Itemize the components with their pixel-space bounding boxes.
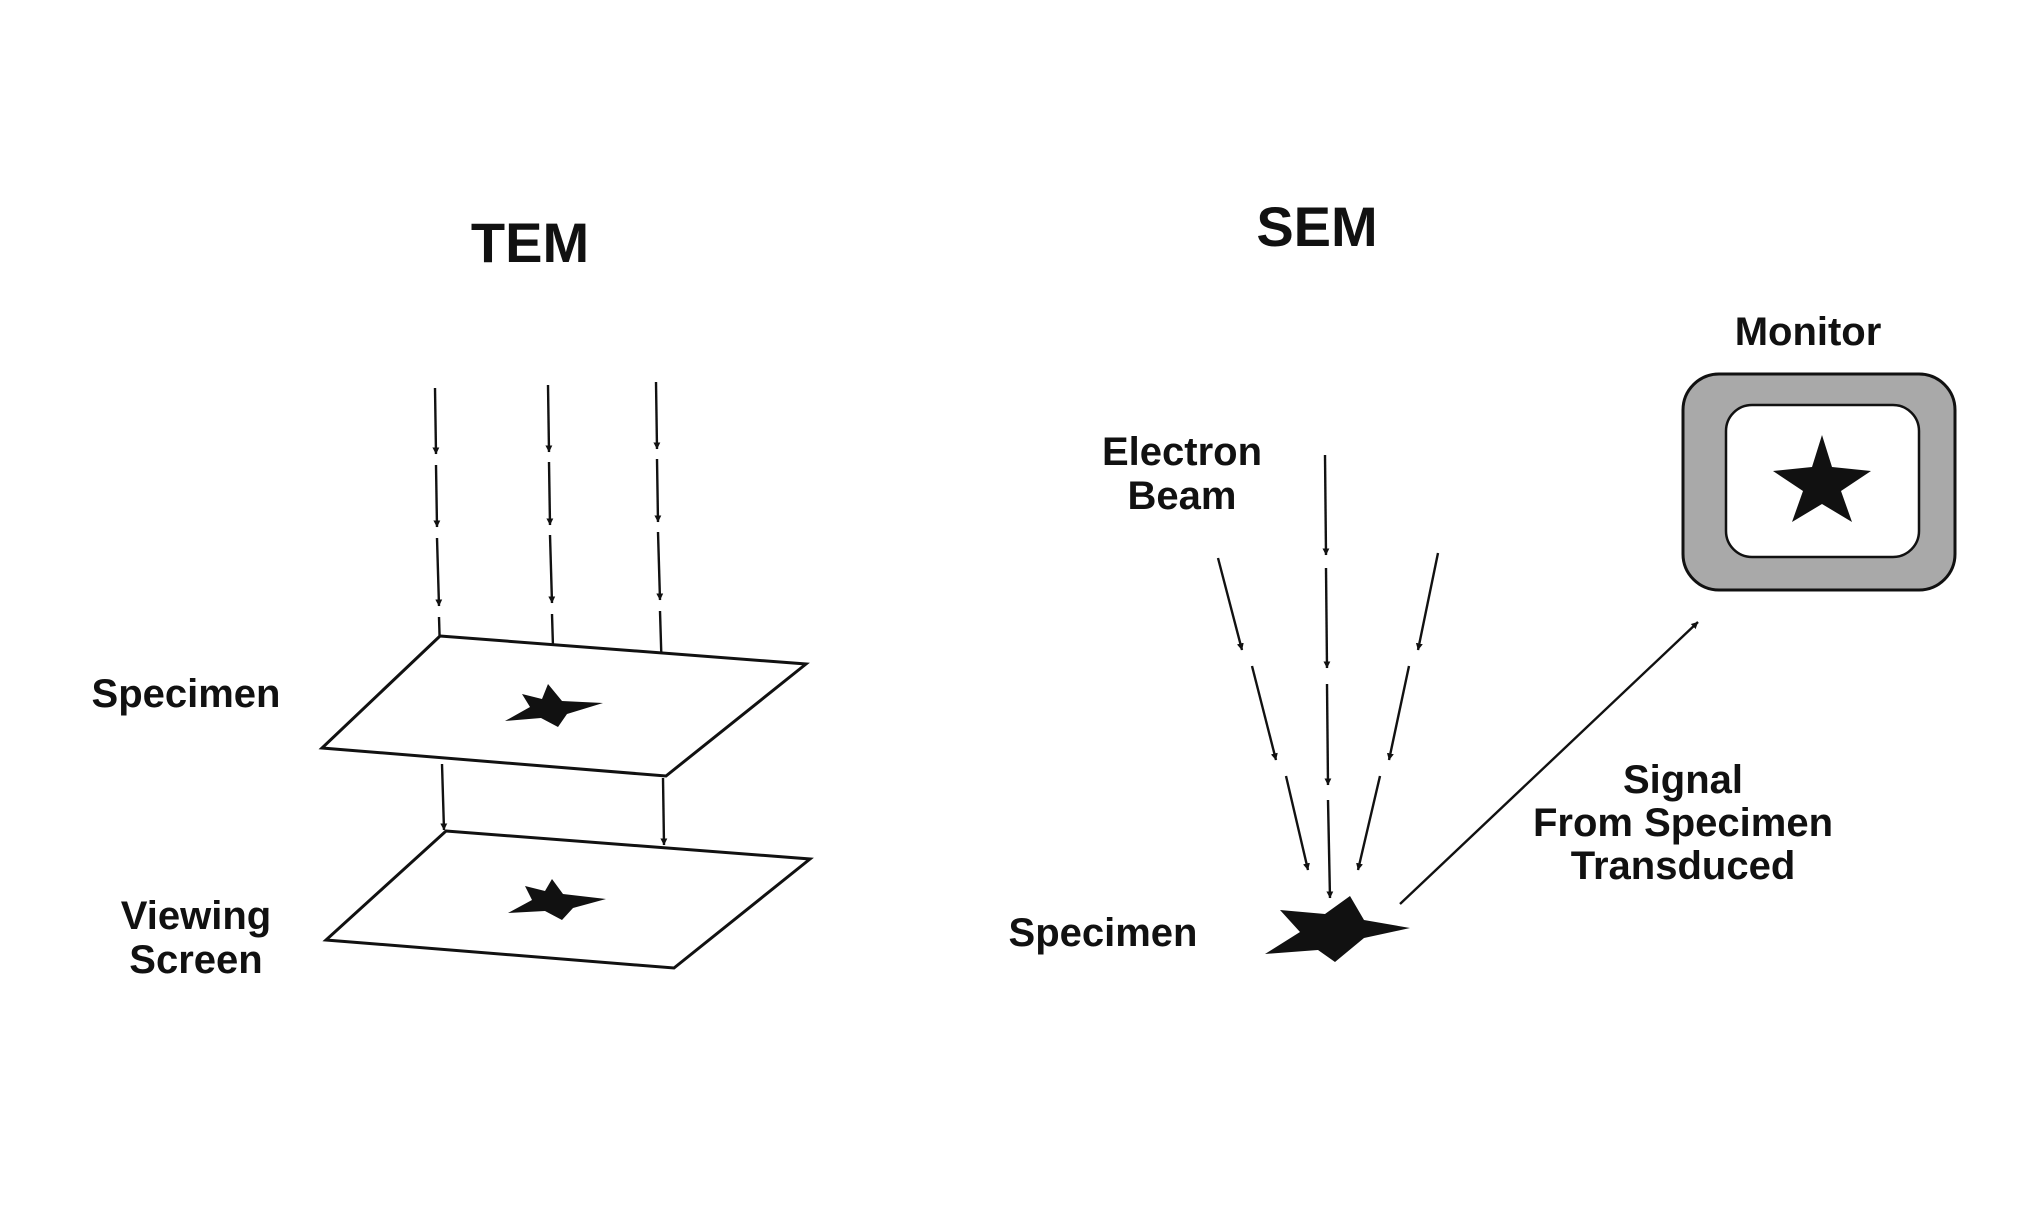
sem-signal-arrow xyxy=(1399,621,1699,905)
sem-signal-label-line2: From Specimen xyxy=(1533,801,1833,845)
sem-electron-beam-label-line2: Beam xyxy=(1128,474,1237,518)
tem-arrow-column-middle xyxy=(545,384,558,681)
sem-monitor-label: Monitor xyxy=(1735,310,1882,354)
tem-viewing-screen-star-icon xyxy=(508,879,606,920)
tem-specimen-star-icon xyxy=(505,684,603,727)
sem-monitor-icon xyxy=(1681,372,1957,592)
tem-arrow-column-right xyxy=(653,381,666,678)
sem-electron-beam-label-line1: Electron xyxy=(1102,430,1262,474)
sem-title: SEM xyxy=(1256,195,1377,258)
sem-beam-right xyxy=(1356,552,1440,871)
sem-electron-beam-arrows xyxy=(1216,454,1440,899)
sem-specimen-label: Specimen xyxy=(1009,911,1198,955)
tem-title: TEM xyxy=(471,211,589,274)
sem-specimen-star-icon xyxy=(1265,896,1410,962)
tem-specimen-label: Specimen xyxy=(92,672,281,716)
sem-signal-label-line3: Transduced xyxy=(1571,844,1796,888)
tem-panel: TEM xyxy=(92,211,814,982)
tem-viewing-screen-label-line2: Screen xyxy=(129,938,262,982)
tem-electron-arrows xyxy=(432,381,666,684)
sem-beam-center xyxy=(1322,454,1334,899)
sem-beam-left xyxy=(1216,557,1310,871)
sem-panel: SEM Electron Beam Specimen xyxy=(1009,195,1957,962)
monitor-star-icon xyxy=(1773,435,1871,522)
sem-signal-label-line1: Signal xyxy=(1623,758,1743,802)
tem-viewing-screen-label-line1: Viewing xyxy=(121,894,271,938)
